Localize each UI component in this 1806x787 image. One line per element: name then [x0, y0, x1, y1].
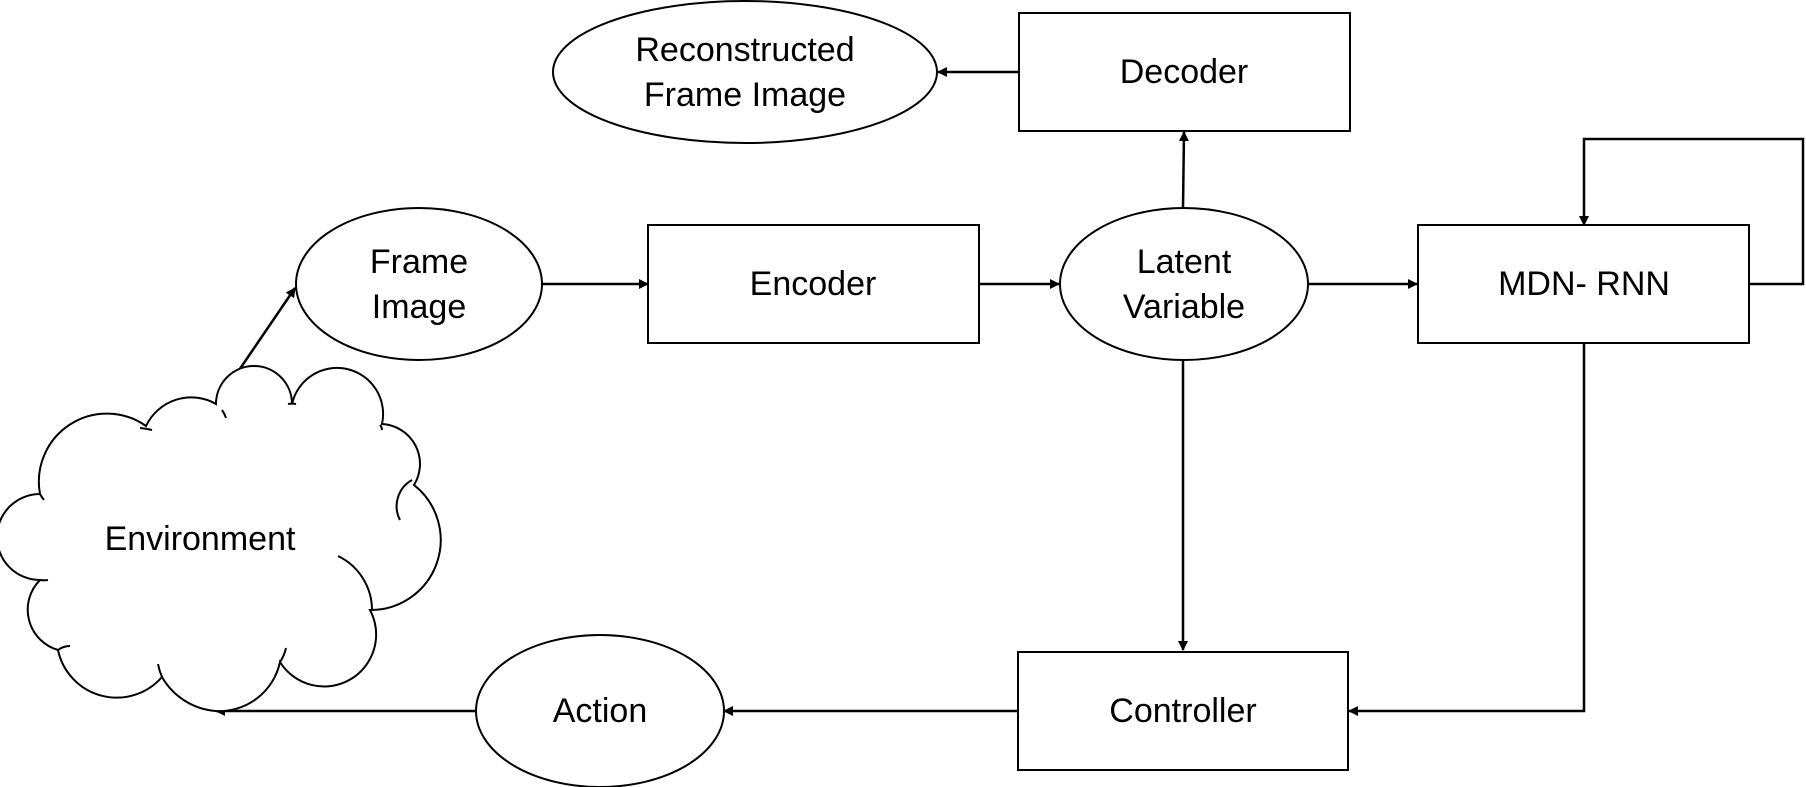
frame-image-label-line1: Frame — [370, 243, 468, 281]
controller-label: Controller — [1109, 692, 1256, 730]
node-mdn-rnn: MDN- RNN — [1417, 224, 1750, 344]
node-controller: Controller — [1017, 651, 1349, 771]
node-encoder: Encoder — [647, 224, 980, 344]
node-reconstructed-frame-image: Reconstructed Frame Image — [552, 0, 938, 144]
edge-mdn-rnn-to-controller — [1348, 343, 1586, 716]
reconstructed-frame-image-label-line2: Frame Image — [644, 76, 846, 114]
edge-latent-variable-to-decoder — [1178, 131, 1189, 209]
environment-cloud-inner-arcs — [39, 402, 413, 678]
latent-variable-label-line2: Variable — [1123, 288, 1245, 326]
latent-variable-label-line1: Latent — [1137, 243, 1232, 281]
node-decoder: Decoder — [1018, 12, 1351, 132]
action-label: Action — [553, 692, 648, 730]
node-environment: Environment — [0, 365, 442, 713]
reconstructed-frame-image-label-line1: Reconstructed — [635, 31, 854, 69]
edges — [214, 67, 1805, 716]
node-latent-variable: Latent Variable — [1059, 207, 1309, 361]
frame-image-label-line2: Image — [372, 288, 467, 326]
environment-cloud-shape — [0, 365, 442, 713]
node-frame-image: Frame Image — [295, 207, 543, 361]
node-action: Action — [475, 634, 725, 787]
mdn-rnn-label: MDN- RNN — [1498, 265, 1670, 303]
edge-mdn-rnn-self-loop — [1579, 137, 1805, 286]
encoder-label: Encoder — [750, 265, 877, 303]
decoder-label: Decoder — [1120, 53, 1249, 91]
environment-label: Environment — [105, 520, 296, 558]
